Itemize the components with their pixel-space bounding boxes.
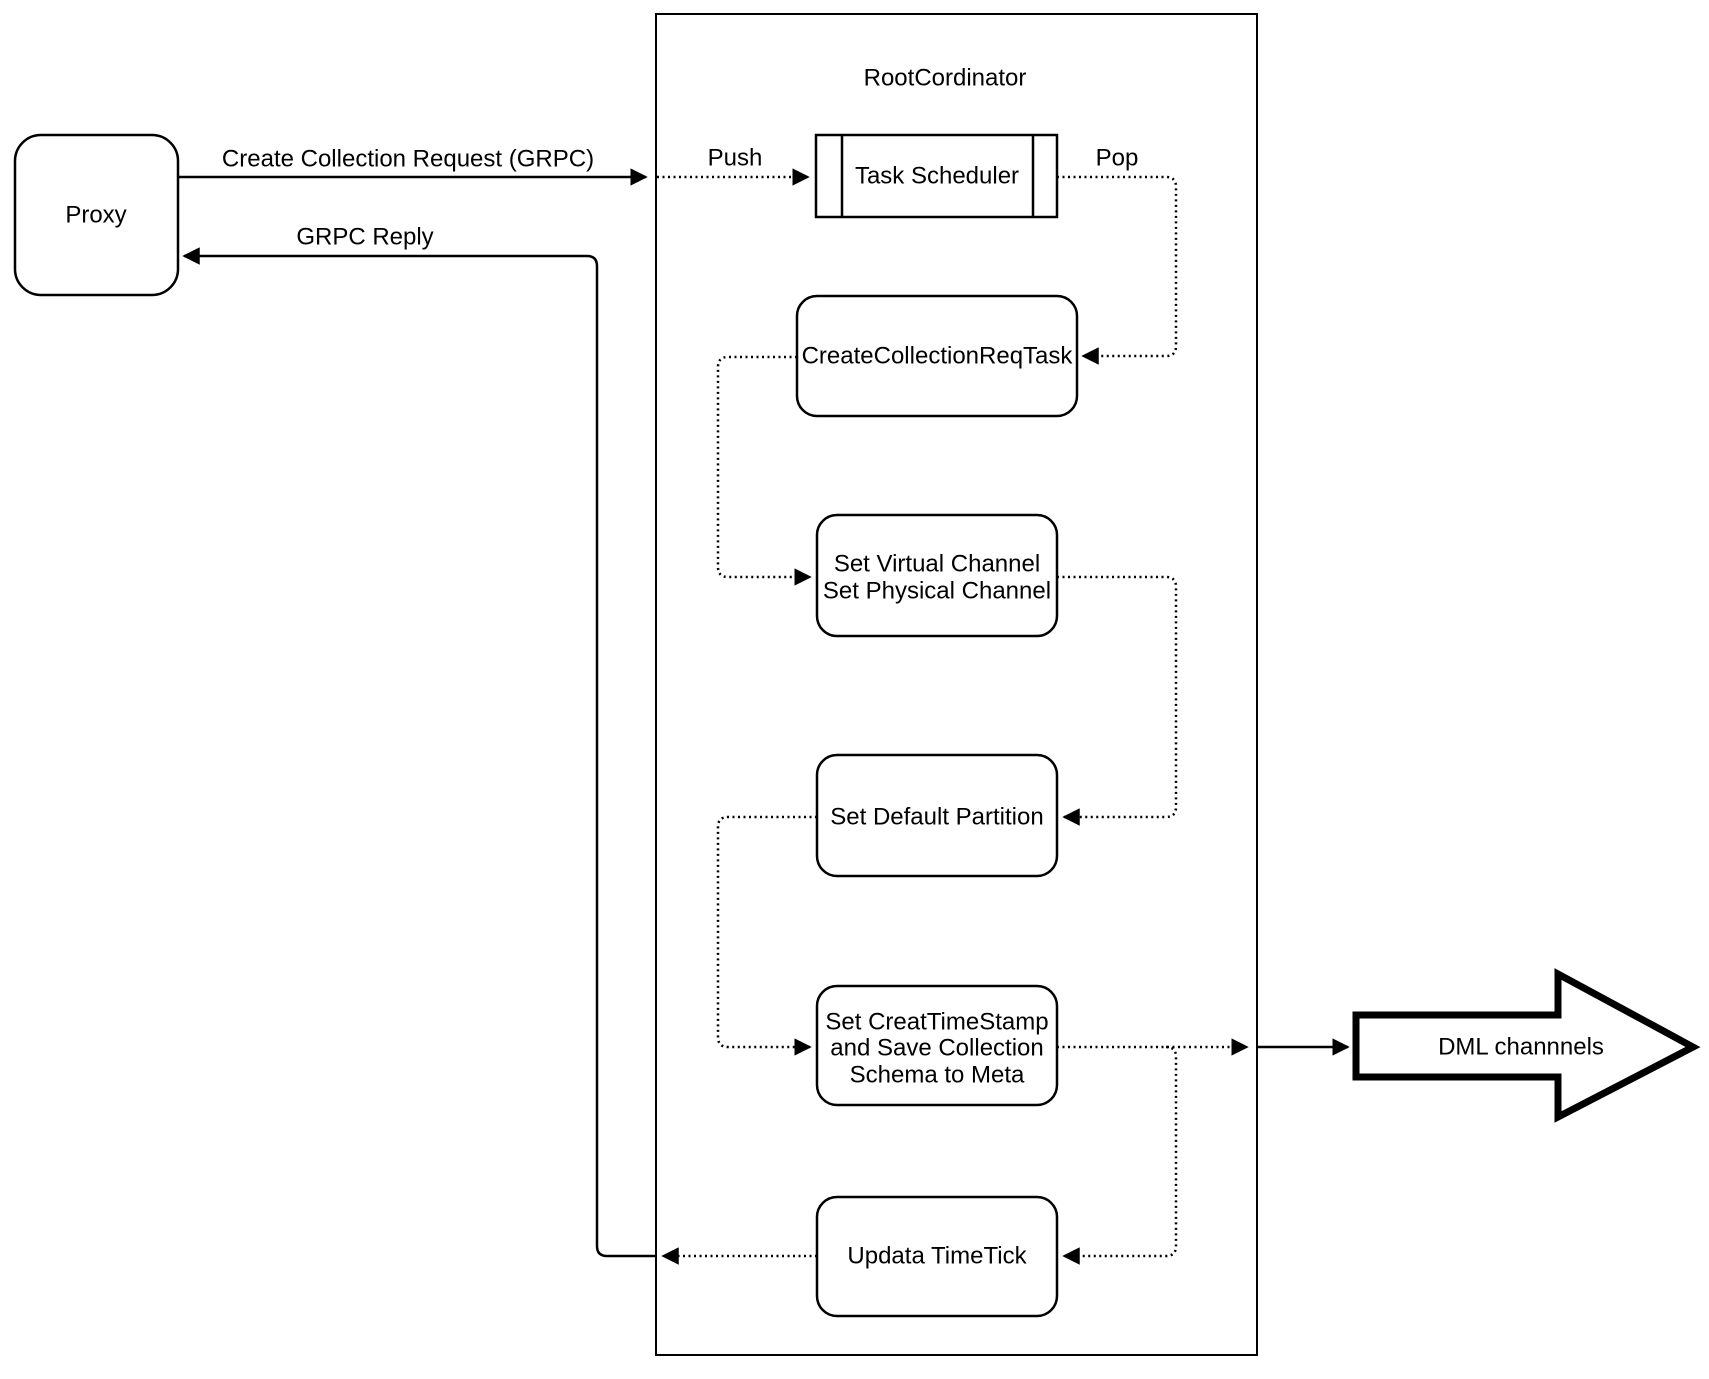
edge-label-pop: Pop	[1096, 145, 1139, 172]
dml-channels-label: DML channnels	[1438, 1034, 1604, 1061]
set-creat-timestamp-node	[815, 984, 1059, 1107]
updata-timetick-label: Updata TimeTick	[847, 1243, 1027, 1270]
set-creat-timestamp-label-line3: Schema to Meta	[850, 1062, 1025, 1089]
proxy-node	[13, 133, 180, 297]
create-collection-req-task-label: CreateCollectionReqTask	[802, 343, 1074, 370]
task-scheduler-node	[814, 133, 1059, 219]
set-default-partition-node	[815, 753, 1059, 878]
edge-grpc-reply	[182, 247, 656, 1258]
edge-partition-to-timestamp	[716, 815, 817, 1056]
dml-channels-arrow	[1352, 968, 1701, 1123]
edge-label-push: Push	[708, 145, 763, 172]
edge-setchannel-to-partition	[1057, 575, 1178, 826]
set-physical-channel-label: Set Physical Channel	[823, 578, 1051, 605]
edge-label-create-collection-request: Create Collection Request (GRPC)	[222, 146, 594, 173]
rootcordinator-title: RootCordinator	[864, 65, 1027, 92]
proxy-label: Proxy	[65, 202, 126, 229]
set-channel-node	[815, 513, 1059, 638]
set-default-partition-label: Set Default Partition	[830, 804, 1043, 831]
set-virtual-channel-label: Set Virtual Channel	[834, 551, 1040, 578]
set-creat-timestamp-label-line2: and Save Collection	[830, 1035, 1043, 1062]
edge-pop	[1057, 175, 1178, 365]
rootcordinator-container	[655, 13, 1258, 1356]
set-creat-timestamp-label-line1: Set CreatTimeStamp	[825, 1009, 1048, 1036]
edge-reqtask-to-setchannel	[716, 355, 812, 586]
task-scheduler-label: Task Scheduler	[855, 163, 1019, 190]
edge-branch-to-timetick	[1062, 1045, 1178, 1265]
edge-label-grpc-reply: GRPC Reply	[296, 224, 433, 251]
